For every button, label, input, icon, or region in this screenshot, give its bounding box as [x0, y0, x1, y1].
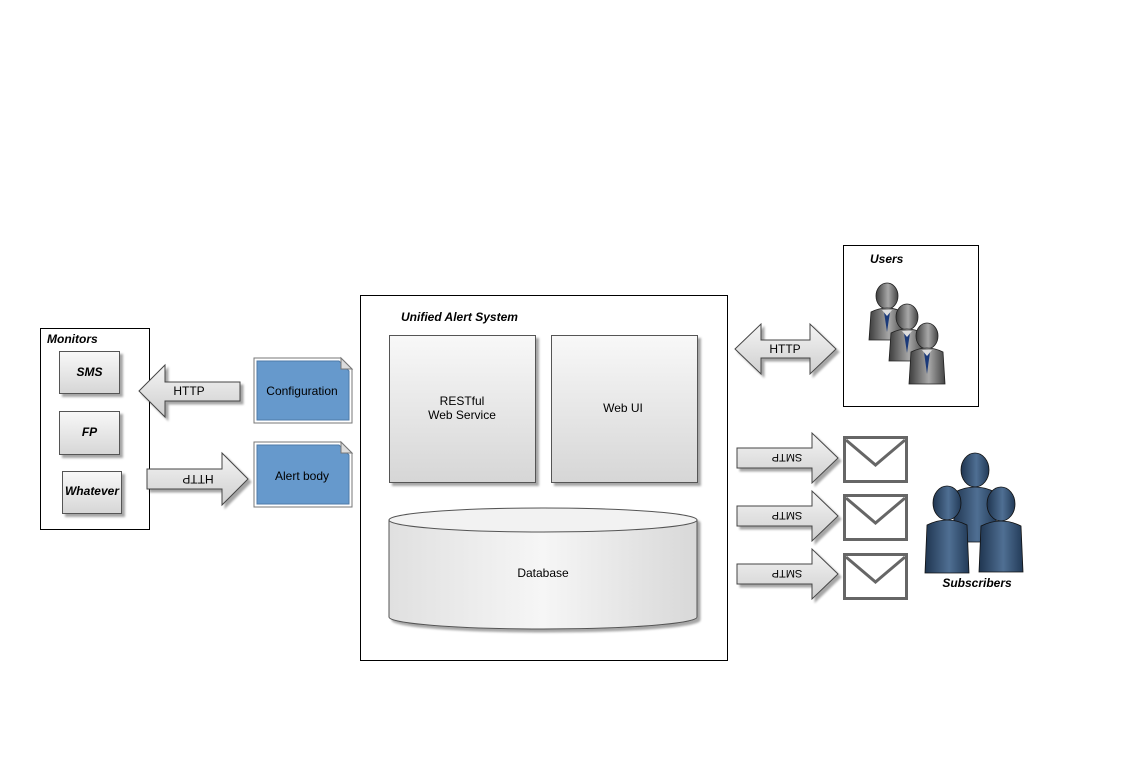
smtp-arrow-1-label: SMTP	[772, 451, 803, 463]
unified-alert-system: Unified Alert System RESTful Web Service…	[360, 295, 728, 661]
smtp-arrow-1	[736, 431, 839, 485]
http-arrow-right-label: HTTP	[182, 472, 213, 486]
configuration-document	[253, 356, 354, 424]
subscribers-title: Subscribers	[942, 576, 1012, 590]
database-label: Database	[517, 566, 569, 580]
http-double-arrow-label: HTTP	[769, 342, 800, 356]
users-people-icon	[868, 282, 946, 385]
smtp-arrow-3-label: SMTP	[772, 567, 803, 579]
monitor-whatever-box	[62, 471, 122, 514]
smtp-arrow-2	[736, 489, 839, 543]
monitors-group: Monitors SMS FP Whatever	[40, 328, 150, 530]
monitors-title: Monitors	[47, 332, 98, 346]
http-arrow-left-label: HTTP	[173, 384, 204, 398]
database-cylinder	[388, 507, 698, 630]
users-title: Users	[870, 252, 904, 266]
smtp-arrow-3	[736, 547, 839, 601]
smtp-arrow-2-label: SMTP	[772, 509, 803, 521]
alert-body-document	[253, 440, 354, 508]
web-ui-label: Web UI	[603, 401, 643, 415]
envelope-icon	[843, 436, 908, 483]
envelope-icon	[843, 553, 908, 600]
configuration-document-label: Configuration	[266, 384, 337, 398]
users-group: Users	[843, 245, 979, 407]
alert-body-document-label: Alert body	[275, 469, 329, 483]
http-arrow-right	[146, 451, 249, 507]
http-arrow-left	[138, 363, 241, 419]
http-double-arrow	[734, 322, 837, 376]
restful-label-line1: RESTful	[440, 394, 485, 408]
monitor-fp-label: FP	[82, 425, 98, 439]
monitor-sms-box	[59, 351, 120, 394]
envelope-icon	[843, 494, 908, 541]
system-title: Unified Alert System	[401, 310, 518, 324]
monitor-sms-label: SMS	[76, 365, 102, 379]
monitor-whatever-label: Whatever	[65, 484, 120, 498]
monitor-fp-box	[59, 411, 120, 455]
restful-service-box	[389, 335, 536, 483]
subscribers-people-icon	[924, 452, 1024, 574]
web-ui-box	[551, 335, 698, 483]
restful-label-line2: Web Service	[428, 408, 496, 422]
